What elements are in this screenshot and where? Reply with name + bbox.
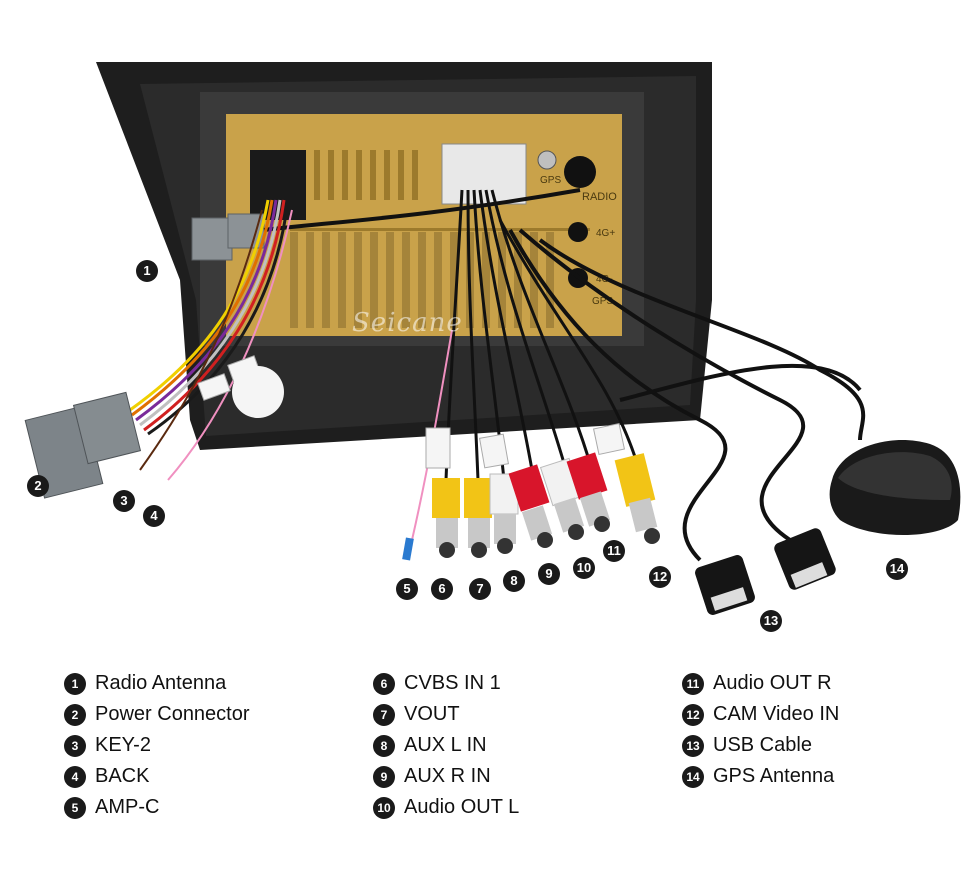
4g-socket-1 <box>568 222 588 242</box>
callout-8: 8 <box>503 570 525 592</box>
legend-item: 11 Audio OUT R <box>682 668 839 699</box>
gps-board-label-2: GPS <box>592 296 613 307</box>
legend-label: AUX R IN <box>404 765 491 787</box>
callout-7: 7 <box>469 578 491 600</box>
legend-label: VOUT <box>404 703 460 725</box>
usb-plug-1 <box>695 555 755 615</box>
legend-label: Radio Antenna <box>95 672 227 694</box>
legend-label: CAM Video IN <box>713 703 840 725</box>
legend-item: 3 KEY-2 <box>64 730 250 761</box>
legend-item: 10 Audio OUT L <box>373 792 519 823</box>
legend-label: BACK <box>95 765 150 787</box>
product-diagram: GPS RADIO 4G+ 4G- GPS <box>24 62 961 632</box>
callout-1: 1 <box>136 260 158 282</box>
wire-tag-1 <box>197 373 231 401</box>
callout-13: 13 <box>760 610 782 632</box>
legend-label: Audio OUT L <box>404 796 520 818</box>
legend-label: CVBS IN 1 <box>404 672 501 694</box>
4g-board-label-1: 4G+ <box>596 228 615 239</box>
legend-label: Power Connector <box>95 703 250 725</box>
callout-12: 12 <box>649 566 671 588</box>
legend-label: KEY-2 <box>95 734 151 756</box>
legend-item: 7 VOUT <box>373 699 519 730</box>
legend-item: 1 Radio Antenna <box>64 668 250 699</box>
callout-14: 14 <box>886 558 908 580</box>
watermark: Seicane <box>352 308 463 338</box>
legend-number: 4 <box>64 765 86 788</box>
legend-label: USB Cable <box>713 734 812 756</box>
power-connector-plug <box>24 391 142 499</box>
legend-item: 9 AUX R IN <box>373 761 519 792</box>
legend-label: GPS Antenna <box>713 765 835 787</box>
legend-column-3: 11 Audio OUT R 12 CAM Video IN 13 USB Cable… <box>682 668 839 792</box>
rca-plug-cvbs <box>432 478 460 558</box>
legend-item: 2 Power Connector <box>64 699 250 730</box>
legend-label: AUX L IN <box>404 734 487 756</box>
legend-item: 14 GPS Antenna <box>682 761 839 792</box>
legend-column-2: 6 CVBS IN 1 7 VOUT 8 AUX L IN 9 AUX R IN 10 A… <box>373 668 519 823</box>
radio-board-label: RADIO <box>582 191 617 203</box>
cable-tag-3 <box>592 422 626 456</box>
rca-plug-audio-r <box>566 452 611 532</box>
legend-number: 5 <box>64 796 86 819</box>
amp-connector <box>402 537 414 561</box>
callout-11: 11 <box>603 540 625 562</box>
radio-socket <box>564 156 596 188</box>
usb-plug-2 <box>774 528 836 590</box>
gps-board-label: GPS <box>540 175 561 186</box>
legend-number: 3 <box>64 734 86 757</box>
callout-2: 2 <box>27 475 49 497</box>
legend-number: 11 <box>682 672 704 695</box>
legend-item: 12 CAM Video IN <box>682 699 839 730</box>
legend-item: 8 AUX L IN <box>373 730 519 761</box>
legend-item: 5 AMP-C <box>64 792 250 823</box>
legend-item: 13 USB Cable <box>682 730 839 761</box>
callout-9: 9 <box>538 563 560 585</box>
fuse-cap <box>232 366 284 418</box>
legend-number: 2 <box>64 703 86 726</box>
gps-socket <box>537 150 557 170</box>
callout-3: 3 <box>113 490 135 512</box>
legend-item: 6 CVBS IN 1 <box>373 668 519 699</box>
legend-number: 7 <box>373 703 395 726</box>
radio-antenna-plug <box>191 188 581 261</box>
rca-plug-aux-r <box>508 464 553 548</box>
legend-number: 6 <box>373 672 395 695</box>
head-unit-illustration: GPS RADIO 4G+ 4G- GPS <box>24 62 961 615</box>
legend-column-1: 1 Radio Antenna 2 Power Connector 3 KEY-2 4… <box>64 668 250 823</box>
legend-number: 9 <box>373 765 395 788</box>
legend-number: 13 <box>682 734 704 757</box>
legend-number: 8 <box>373 734 395 757</box>
legend-number: 14 <box>682 765 704 788</box>
usb-cables <box>508 228 866 562</box>
legend-label: AMP-C <box>95 796 160 818</box>
callout-6: 6 <box>431 578 453 600</box>
legend-label: Audio OUT R <box>713 672 832 694</box>
harness-socket <box>441 143 527 205</box>
rca-plug-vout <box>464 478 492 558</box>
legend-number: 10 <box>373 796 395 819</box>
callout-10: 10 <box>573 557 595 579</box>
gps-antenna-puck <box>829 440 961 535</box>
cable-tag-1 <box>425 427 451 469</box>
callout-5: 5 <box>396 578 418 600</box>
rca-plug-cam <box>614 453 660 544</box>
cable-tag-2 <box>478 433 510 469</box>
legend-number: 1 <box>64 672 86 695</box>
legend-number: 12 <box>682 703 704 726</box>
legend-item: 4 BACK <box>64 761 250 792</box>
callout-4: 4 <box>143 505 165 527</box>
